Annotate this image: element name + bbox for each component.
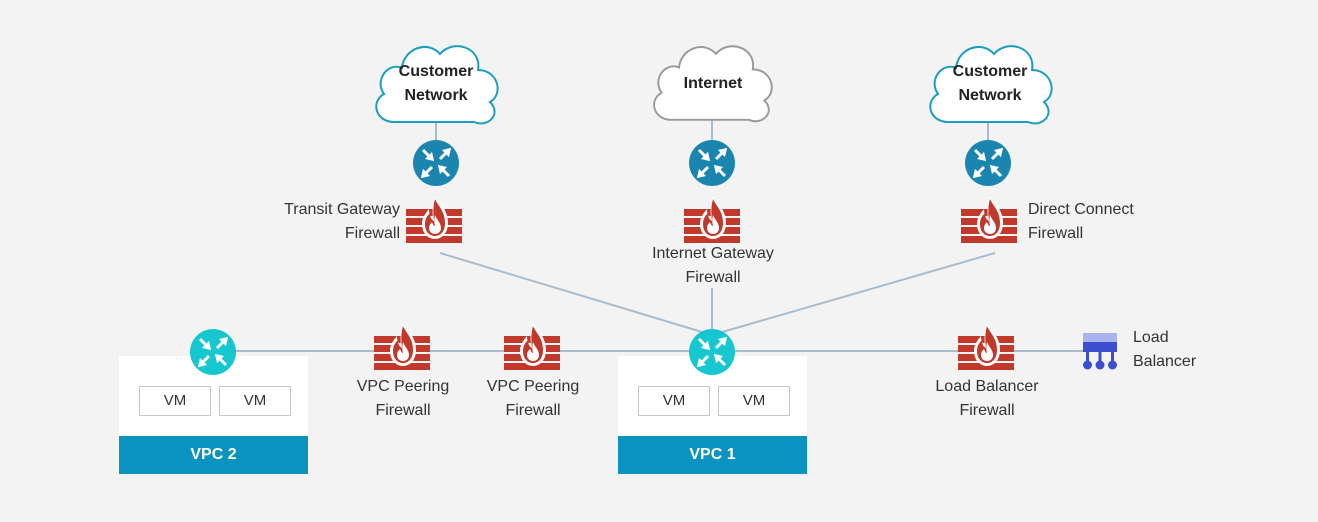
cloud-internet-label: Internet bbox=[683, 75, 743, 92]
firewall-icon bbox=[684, 196, 740, 243]
vm-box: VM bbox=[638, 386, 710, 416]
firewall-icon bbox=[958, 323, 1014, 370]
firewall-icon bbox=[406, 196, 462, 243]
router-icon bbox=[689, 329, 735, 375]
wire-direct-hub bbox=[711, 252, 996, 336]
vpc-2-label: VPC 2 bbox=[119, 436, 308, 474]
vpc-2-box: VM VM VPC 2 bbox=[119, 356, 308, 474]
firewall-icon bbox=[374, 323, 430, 370]
load-balancer-icon bbox=[1083, 333, 1117, 370]
firewall-icon bbox=[961, 196, 1017, 243]
router-icon bbox=[965, 140, 1011, 186]
wire-transit-hub bbox=[439, 252, 713, 336]
router-icon bbox=[689, 140, 735, 186]
router-icon bbox=[190, 329, 236, 375]
cloud-icon bbox=[375, 45, 499, 125]
vm-box: VM bbox=[718, 386, 790, 416]
firewall-icon bbox=[504, 323, 560, 370]
cloud-icon bbox=[653, 45, 773, 123]
router-icon bbox=[413, 140, 459, 186]
cloud-icon bbox=[929, 45, 1053, 125]
vpc-1-box: VM VM VPC 1 bbox=[618, 356, 807, 474]
vpc-1-label: VPC 1 bbox=[618, 436, 807, 474]
vm-box: VM bbox=[139, 386, 211, 416]
vm-box: VM bbox=[219, 386, 291, 416]
